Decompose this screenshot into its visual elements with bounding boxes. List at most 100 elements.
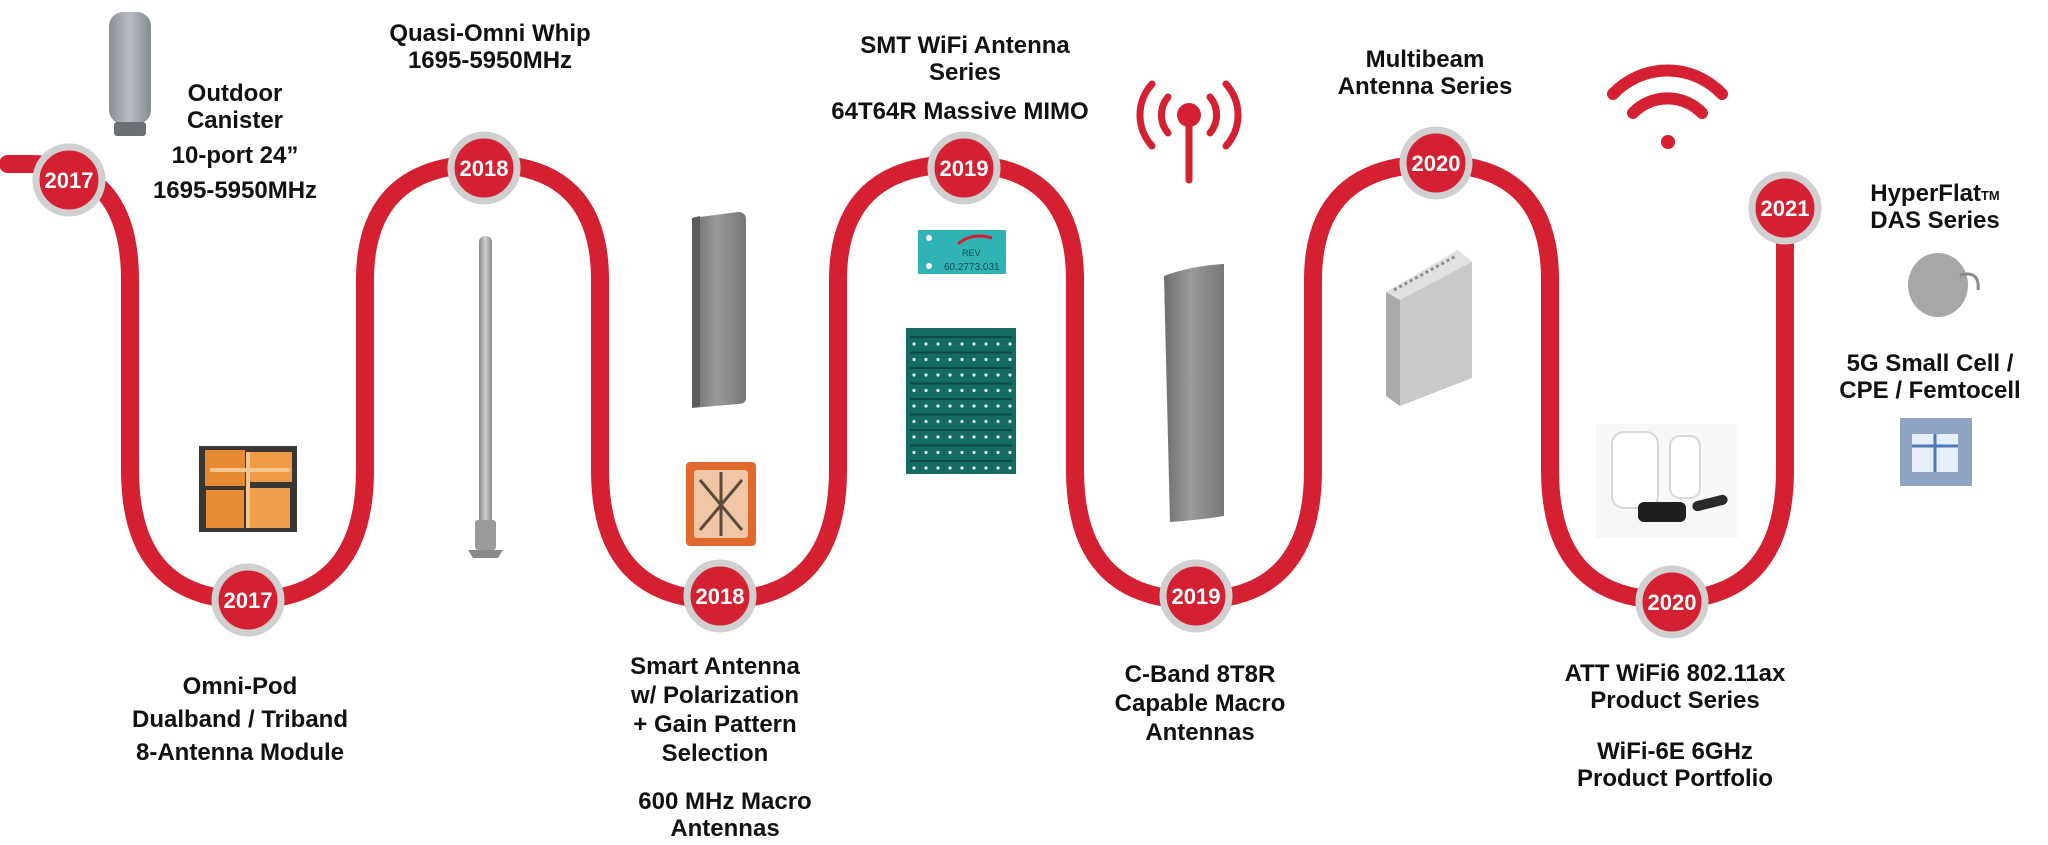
multibeam-label: Multibeam Antenna Series (1337, 46, 1513, 100)
mimo-element (960, 342, 964, 346)
mimo-element (996, 388, 1000, 393)
mimo-element (972, 466, 976, 470)
mimo-element (996, 357, 1000, 362)
hyperflat-label: HyperFlatTM DAS Series (1870, 180, 2000, 234)
mimo-element (984, 342, 988, 346)
mimo-element (912, 450, 916, 455)
mimo-row (910, 444, 1012, 447)
timeline-node: 2017 (32, 143, 106, 217)
mimo-row (910, 351, 1012, 354)
mimo-element (960, 466, 964, 470)
mimo-element (984, 450, 988, 455)
mimo-element (1008, 450, 1012, 455)
mimo-element (984, 435, 988, 439)
mimo-element (936, 466, 940, 470)
hyperflat-das-icon (1908, 253, 1980, 317)
wifi-icon (1607, 64, 1728, 149)
cband-macro-antenna-icon (1164, 264, 1224, 522)
cband-label: C-Band 8T8R Capable Macro Antennas (1114, 661, 1286, 746)
mimo-element (948, 388, 952, 393)
mimo-element (936, 342, 940, 346)
mimo-element (936, 357, 940, 362)
svg-text:2019: 2019 (1172, 584, 1221, 609)
mimo-element (972, 435, 976, 439)
mimo-element (912, 419, 916, 424)
mimo-row (910, 429, 1012, 431)
mimo-element (924, 466, 928, 470)
att-wifi6-products-icon (1596, 424, 1738, 538)
mimo-element (936, 435, 940, 439)
mimo-element (924, 357, 928, 362)
mimo-row (910, 336, 1012, 338)
mimo-element (984, 357, 988, 362)
svg-text:2017: 2017 (45, 168, 94, 193)
mimo-element (936, 388, 940, 393)
timeline-node: 2019 (1159, 559, 1233, 633)
mimo-element (912, 388, 916, 393)
mimo-row (910, 413, 1012, 416)
600mhz-module-icon (686, 462, 756, 546)
mimo-element (924, 342, 928, 346)
mimo-element (984, 404, 988, 408)
mimo-element (924, 435, 928, 439)
mimo-element (1008, 357, 1012, 362)
mimo-element (984, 373, 988, 377)
mimo-element (1008, 388, 1012, 393)
mimo-element (996, 404, 1000, 408)
massive-mimo-label: 64T64R Massive MIMO (831, 98, 1089, 125)
mimo-element (960, 373, 964, 377)
mimo-element (960, 388, 964, 393)
mimo-element (912, 404, 916, 408)
svg-text:2021: 2021 (1761, 196, 1810, 221)
timeline-node: 2020 (1635, 565, 1709, 639)
mimo-element (948, 342, 952, 346)
mimo-element (960, 435, 964, 439)
smart-antenna-label: Smart Antenna w/ Polarization + Gain Pat… (630, 653, 800, 767)
mimo-element (960, 450, 964, 455)
mimo-element (936, 373, 940, 377)
mimo-element (1008, 419, 1012, 424)
mimo-element (936, 419, 940, 424)
svg-text:2020: 2020 (1648, 590, 1697, 615)
mimo-row (910, 367, 1012, 369)
mimo-element (1008, 466, 1012, 470)
svg-text:REV: REV (962, 248, 981, 258)
multibeam-antenna-icon (1386, 250, 1472, 406)
mimo-element (972, 388, 976, 393)
macro-600-label: 600 MHz Macro Antennas (638, 788, 812, 842)
mimo-element (912, 342, 916, 346)
mimo-element (996, 435, 1000, 439)
mimo-element (984, 466, 988, 470)
mimo-element (996, 466, 1000, 470)
mimo-element (996, 342, 1000, 346)
mimo-element (936, 450, 940, 455)
mimo-element (972, 342, 976, 346)
smart-antenna-panel-icon (692, 212, 746, 408)
mimo-element (984, 388, 988, 393)
mimo-element (996, 450, 1000, 455)
mimo-element (924, 388, 928, 393)
svg-text:2017: 2017 (224, 588, 273, 613)
mimo-row (910, 398, 1012, 400)
mimo-element (924, 373, 928, 377)
mimo-element (912, 357, 916, 362)
massive-mimo-array-icon (906, 328, 1016, 474)
mimo-element (912, 466, 916, 470)
mimo-element (972, 373, 976, 377)
mimo-element (936, 404, 940, 408)
timeline-node: 2019 (927, 131, 1001, 205)
mimo-element (996, 373, 1000, 377)
mimo-element (972, 419, 976, 424)
mimo-element (1008, 342, 1012, 346)
mimo-element (972, 357, 976, 362)
mimo-element (948, 373, 952, 377)
mimo-element (972, 450, 976, 455)
radio-tower-icon (1136, 80, 1242, 184)
omni-pod-label: Omni-Pod Dualband / Triband 8-Antenna Mo… (131, 673, 348, 766)
mimo-element (948, 435, 952, 439)
timeline-node: 2018 (683, 559, 757, 633)
wifi6e-label: WiFi-6E 6GHz Product Portfolio (1577, 738, 1773, 792)
mimo-element (960, 357, 964, 362)
mimo-element (924, 419, 928, 424)
timeline-node: 2017 (211, 563, 285, 637)
